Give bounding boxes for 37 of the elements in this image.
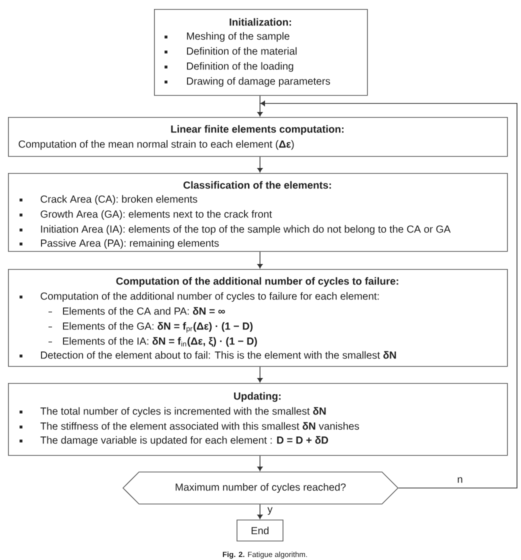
list-item: Passive Area (PA): remaining elements bbox=[41, 239, 219, 249]
arrow bbox=[257, 455, 263, 471]
list-item: Computation of the additional number of cycles to failure for each element: bbox=[40, 292, 379, 302]
arrow bbox=[257, 504, 263, 519]
arrow bbox=[257, 102, 263, 116]
process-box bbox=[154, 9, 368, 96]
list-item: Meshing of the sample bbox=[187, 32, 290, 42]
list-item: Definition of the material bbox=[187, 47, 297, 55]
arrow bbox=[260, 100, 518, 488]
list-item: Definition of the loading bbox=[187, 62, 294, 72]
list-item: Elements of the CA and PA: δN = ∞ bbox=[63, 307, 225, 315]
box-heading: Computation of the additional number of cycles to failure: bbox=[116, 277, 398, 287]
list-item: Initiation Area (IA): elements of the top of the sample which do not belong to the CA or GA bbox=[41, 225, 451, 235]
list-item: The damage variable is updated for each element : D = D + δD bbox=[40, 436, 328, 446]
box-heading: Updating: bbox=[234, 392, 281, 402]
arrow bbox=[257, 156, 263, 172]
end-box: End bbox=[236, 520, 284, 542]
process-box bbox=[8, 269, 508, 367]
box-heading: Initialization: bbox=[230, 18, 291, 26]
process-box bbox=[8, 117, 508, 157]
box-heading: Linear finite elements computation: bbox=[171, 125, 344, 135]
box-heading: Classification of the elements: bbox=[184, 181, 331, 189]
edge-label: y bbox=[266, 506, 274, 516]
list-item: Drawing of damage parameters bbox=[187, 77, 330, 87]
list-item: Crack Area (CA): broken elements bbox=[40, 195, 198, 205]
process-box bbox=[8, 173, 508, 252]
arrow bbox=[257, 366, 263, 382]
edge-label: n bbox=[456, 476, 464, 484]
list-item: Elements of the IA: δN = f$_{in}$(Δε, ξ) · (1 − D) bbox=[63, 337, 257, 347]
arrow bbox=[257, 251, 263, 268]
list-item: The total number of cycles is incremented with the smallest δN bbox=[40, 407, 326, 417]
list-item: Detection of the element about to fail: This is the element with the smallest δN bbox=[41, 351, 396, 359]
process-box bbox=[8, 383, 508, 456]
list-item: The stiffness of the element associated with this smallest δN vanishes bbox=[40, 422, 360, 430]
body-text: Computation of the mean normal strain to each element (Δε) bbox=[18, 140, 294, 150]
list-item: Growth Area (GA): elements next to the crack front bbox=[40, 210, 272, 220]
list-item: Elements of the GA: δN = f$_{pr}$(Δε) · (1 − D) bbox=[63, 322, 253, 333]
